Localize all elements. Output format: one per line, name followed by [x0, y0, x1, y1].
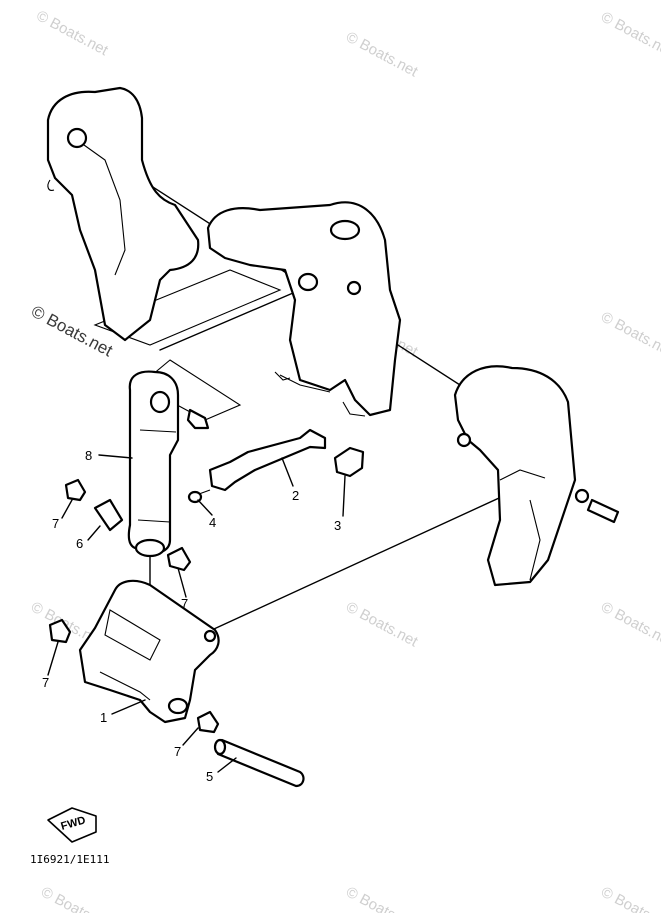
leader-6	[87, 525, 101, 541]
tilt-cylinder	[127, 370, 180, 558]
callout-8: 8	[85, 448, 92, 463]
cylinder-top-bushing	[186, 408, 210, 430]
clamp-bracket-right	[453, 365, 577, 587]
lever-arm	[208, 428, 327, 492]
pad	[333, 446, 365, 478]
callout-7: 7	[52, 516, 59, 531]
bolt-right	[574, 488, 620, 524]
callout-2: 2	[292, 488, 299, 503]
leader-7b	[177, 567, 187, 598]
watermark: © Boats.net	[598, 884, 661, 913]
callout-7: 7	[174, 744, 181, 759]
callout-7: 7	[181, 596, 188, 611]
leader-7d	[182, 727, 199, 746]
swivel-bracket	[206, 201, 402, 417]
bushing-7b	[166, 546, 192, 572]
callout-1: 1	[100, 710, 107, 725]
lower-bracket	[78, 579, 220, 724]
leader-3	[342, 475, 346, 517]
callout-3: 3	[334, 518, 341, 533]
watermark: © Boats.net	[343, 884, 421, 913]
watermark: © Boats.net	[343, 29, 421, 81]
leader-5	[217, 757, 237, 773]
watermark: © Boats.net	[598, 309, 661, 361]
clamp-bracket-left	[46, 86, 200, 342]
alignment-guide	[93, 269, 282, 346]
bushing-7c	[48, 618, 72, 644]
collar	[93, 498, 124, 532]
watermark: © Boats.net	[343, 599, 421, 651]
watermark: © Boats.net	[38, 884, 116, 913]
small-bolt	[187, 489, 211, 504]
bushing-7a	[64, 478, 87, 502]
watermark-group: © Boats.net	[33, 7, 111, 59]
fwd-arrow: FWD	[47, 807, 97, 843]
callout-5: 5	[206, 769, 213, 784]
pivot-pin	[213, 738, 305, 788]
pivot-line	[159, 289, 301, 351]
bushing-7d	[196, 710, 220, 734]
watermark: © Boats.net	[33, 7, 111, 59]
leader-4	[197, 499, 213, 516]
leader-8	[98, 454, 133, 459]
leader-7a	[61, 499, 73, 519]
callout-7: 7	[42, 675, 49, 690]
leader-1	[111, 699, 146, 715]
callout-4: 4	[209, 515, 216, 530]
watermark: © Boats.net	[598, 9, 661, 61]
watermark: © Boats.net	[598, 599, 661, 651]
callout-6: 6	[76, 536, 83, 551]
leader-2	[281, 457, 294, 487]
drawing-code: 1I6921/1E111	[30, 853, 109, 866]
leader-7c	[47, 641, 59, 676]
